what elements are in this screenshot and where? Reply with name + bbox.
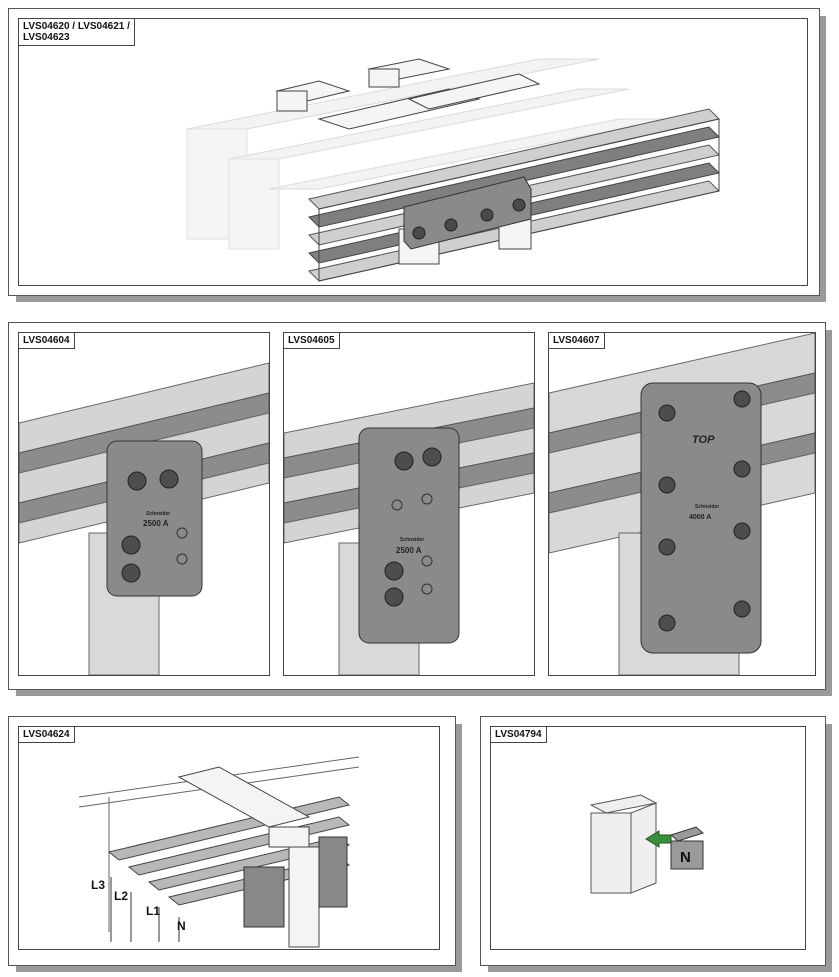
figure-lvs04794: LVS04794 N (480, 716, 832, 972)
connector-plates (243, 836, 348, 928)
plate-rating: 2500 A (143, 519, 169, 528)
figure-code: LVS04607 (549, 333, 605, 349)
plate-illustration-lvs04605: Schneider 2500 A (284, 382, 534, 675)
neutral-marker-label: N (680, 849, 691, 866)
insert-arrow (645, 830, 672, 848)
figure-box-lvs04624: LVS04624 (18, 726, 440, 950)
joint-plate (358, 427, 460, 644)
figure-lvs04624: LVS04624 (8, 716, 462, 972)
plate-top-marking: TOP (692, 434, 715, 446)
phase-label-l1: L1 (146, 904, 160, 918)
plate-brand: Schneider (400, 537, 424, 543)
figure-box: LVS04620 / LVS04621 / LVS04623 (18, 18, 808, 286)
plate-bolts (121, 469, 179, 583)
figure-code: LVS04624 (19, 727, 75, 743)
busbar-joint-illustration (186, 58, 720, 282)
figure-code: LVS04604 (19, 333, 75, 349)
profile-bar (589, 794, 658, 894)
figure-box-lvs04605: LVS04605 Schneider 2500 A (283, 332, 535, 676)
figure-box-lvs04604: LVS04604 Schneider 2500 A (18, 332, 270, 676)
figure-box-lvs04794: LVS04794 N (490, 726, 806, 950)
phase-label-n: N (177, 919, 186, 933)
busbar-assembly-illustration: L3 L2 L1 N (78, 756, 360, 948)
plate-bolts (412, 198, 526, 240)
phase-leader-lines (110, 877, 180, 942)
plate-illustration-lvs04604: Schneider 2500 A (19, 362, 269, 675)
plate-holes (176, 527, 188, 565)
plate-brand: Schneider (695, 504, 719, 510)
cross-frame (177, 766, 320, 948)
plate-brand: Schneider (146, 511, 170, 517)
joint-plate (640, 382, 762, 654)
figure-code: LVS04620 / LVS04621 / LVS04623 (19, 19, 135, 46)
figure-top: LVS04620 / LVS04621 / LVS04623 (8, 8, 832, 304)
figure-code: LVS04605 (284, 333, 340, 349)
plate-rating: 2500 A (396, 546, 422, 555)
phase-label-l2: L2 (114, 889, 128, 903)
figure-code: LVS04794 (491, 727, 547, 743)
phase-label-l3: L3 (91, 878, 105, 892)
support-blocks (275, 58, 541, 265)
plate-illustration-lvs04607: TOP Schneider 4000 A (549, 333, 815, 675)
plate-bolts (658, 390, 751, 632)
figure-box-lvs04607: LVS04607 TOP Schneider 4000 A (548, 332, 816, 676)
joint-plate (403, 176, 532, 250)
figure-row-middle: LVS04604 Schneider 2500 A LVS04605 (8, 322, 832, 697)
neutral-marker: N (669, 826, 705, 870)
plate-holes (391, 493, 433, 595)
rear-busbars (186, 58, 670, 250)
plate-rating: 4000 A (689, 514, 711, 521)
plate-bolts (384, 447, 442, 607)
neutral-marker-illustration: N (589, 794, 705, 894)
